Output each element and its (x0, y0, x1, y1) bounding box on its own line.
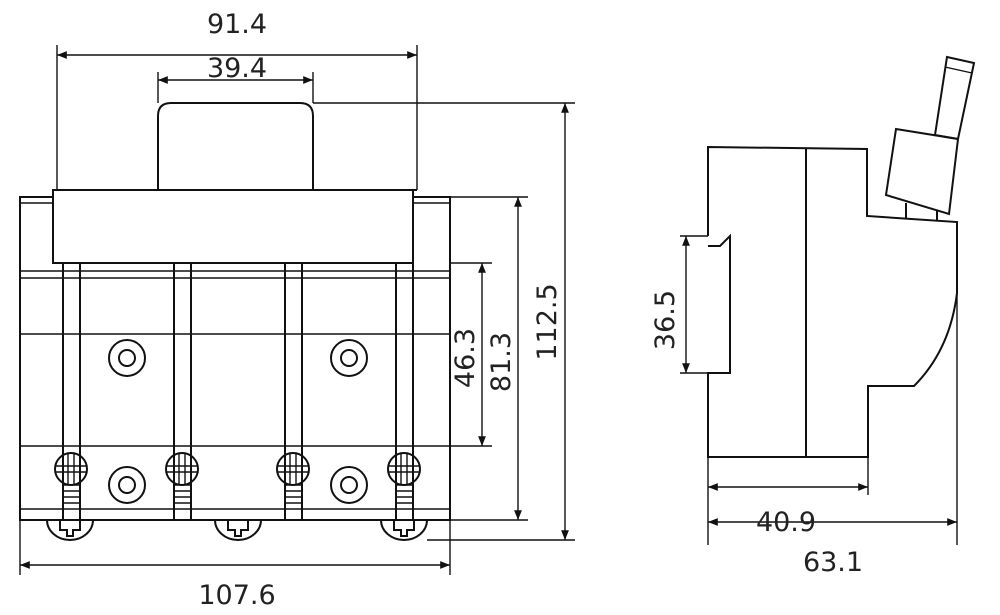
screw-icon (165, 452, 199, 504)
front-upper-block (52, 189, 414, 264)
dim-base-width: 107.6 (198, 580, 275, 611)
dim-total-depth: 63.1 (803, 547, 863, 578)
dim-overall-top-width: 91.4 (207, 9, 267, 40)
dim-body-height: 81.3 (486, 332, 517, 392)
front-horizontal-lines (20, 270, 450, 510)
screw-icon (54, 452, 88, 504)
screw-icon (276, 452, 310, 504)
toggle-lever (933, 55, 976, 141)
dim-handle-width: 39.4 (207, 53, 267, 84)
dim-rail-clip-height: 36.5 (650, 290, 681, 350)
handle-stems (905, 203, 938, 220)
side-view: 36.5 40.9 63.1 (650, 55, 976, 578)
dim-front-depth: 40.9 (756, 507, 816, 538)
bottom-clips (46, 519, 428, 541)
dim-total-height: 112.5 (532, 283, 563, 360)
terminal-strips (62, 262, 414, 521)
side-dimension-lines (680, 235, 958, 545)
front-body-outline (19, 196, 451, 521)
front-dimension-lines (19, 45, 575, 575)
dim-terminal-height: 46.3 (450, 328, 481, 388)
side-body-outline (707, 145, 958, 458)
front-view: 91.4 39.4 107.6 46.3 81.3 112.5 (19, 9, 575, 611)
mounting-rings (108, 339, 368, 504)
handle-base (884, 127, 960, 216)
screw-icon (387, 452, 421, 504)
terminal-screws (54, 452, 421, 504)
front-top-outline (57, 102, 417, 191)
